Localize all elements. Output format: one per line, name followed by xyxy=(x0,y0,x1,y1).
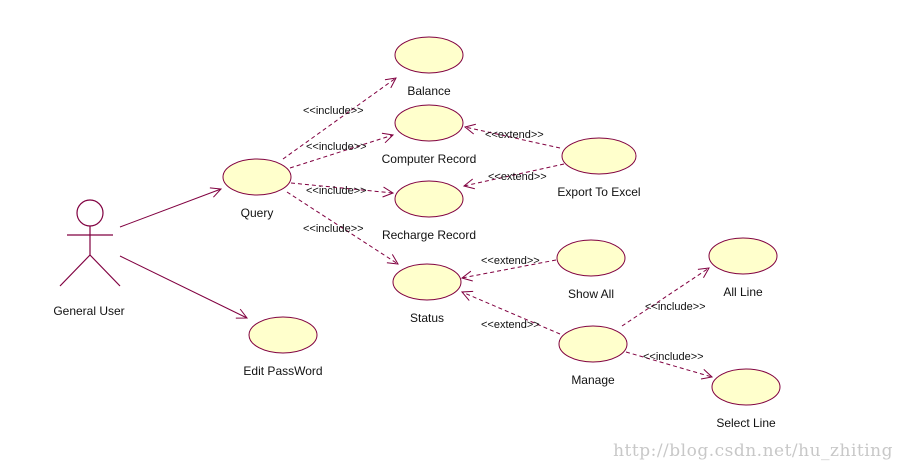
use-case-manage[interactable]: Manage xyxy=(558,325,628,387)
use-case-recharge-record-label: Recharge Record xyxy=(382,228,476,242)
use-case-all-line-label: All Line xyxy=(723,285,763,299)
use-case-status[interactable]: Status xyxy=(392,263,462,325)
label-extend-show-all: <<extend>> xyxy=(481,255,540,267)
extend-export-recharge-record xyxy=(464,163,565,186)
label-extend-manage: <<extend>> xyxy=(481,319,540,331)
use-case-query[interactable]: Query xyxy=(222,158,292,220)
use-case-balance[interactable]: Balance xyxy=(394,36,464,98)
use-case-show-all-label: Show All xyxy=(568,287,614,301)
label-include-recharge-record: <<include>> xyxy=(306,185,367,197)
label-include-select-line: <<include>> xyxy=(643,351,704,363)
use-case-show-all[interactable]: Show All xyxy=(556,239,626,301)
actor-head xyxy=(76,199,104,227)
label-include-balance: <<include>> xyxy=(303,105,364,117)
label-include-computer-record: <<include>> xyxy=(306,141,367,153)
include-manage-select-line xyxy=(625,351,712,377)
association-user-query xyxy=(119,189,221,228)
actor-left-leg xyxy=(59,254,91,287)
use-case-select-line[interactable]: Select Line xyxy=(711,368,781,430)
use-case-edit-password[interactable]: Edit PassWord xyxy=(243,316,323,378)
actor-right-leg xyxy=(89,254,121,287)
extend-show-all-status xyxy=(462,259,557,278)
use-case-status-label: Status xyxy=(410,311,444,325)
use-case-export-to-excel[interactable]: Export To Excel xyxy=(557,137,641,199)
use-case-all-line[interactable]: All Line xyxy=(708,237,778,299)
use-case-computer-record-label: Computer Record xyxy=(382,152,477,166)
actor-label: General User xyxy=(53,304,124,318)
label-extend-computer-record: <<extend>> xyxy=(485,129,544,141)
label-include-all-line: <<include>> xyxy=(645,301,706,313)
use-case-select-line-label: Select Line xyxy=(716,416,776,430)
include-query-recharge-record xyxy=(290,182,393,193)
include-query-balance xyxy=(282,78,396,160)
use-case-edit-password-label: Edit PassWord xyxy=(243,364,322,378)
actor-general-user[interactable]: General User xyxy=(53,199,125,318)
include-manage-all-line xyxy=(621,268,709,327)
extend-manage-status xyxy=(462,292,561,335)
use-case-recharge-record[interactable]: Recharge Record xyxy=(382,180,476,242)
include-query-status xyxy=(286,191,398,264)
watermark-text: http://blog.csdn.net/hu_zhiting xyxy=(613,441,893,461)
use-case-export-to-excel-label: Export To Excel xyxy=(557,185,640,199)
use-case-query-label: Query xyxy=(241,206,274,220)
use-case-balance-label: Balance xyxy=(407,84,451,98)
association-user-edit-password xyxy=(119,255,247,318)
label-include-status: <<include>> xyxy=(303,223,364,235)
label-extend-recharge-record: <<extend>> xyxy=(488,171,547,183)
extend-export-computer-record xyxy=(465,127,561,149)
use-case-manage-label: Manage xyxy=(571,373,615,387)
use-case-computer-record[interactable]: Computer Record xyxy=(382,104,477,166)
